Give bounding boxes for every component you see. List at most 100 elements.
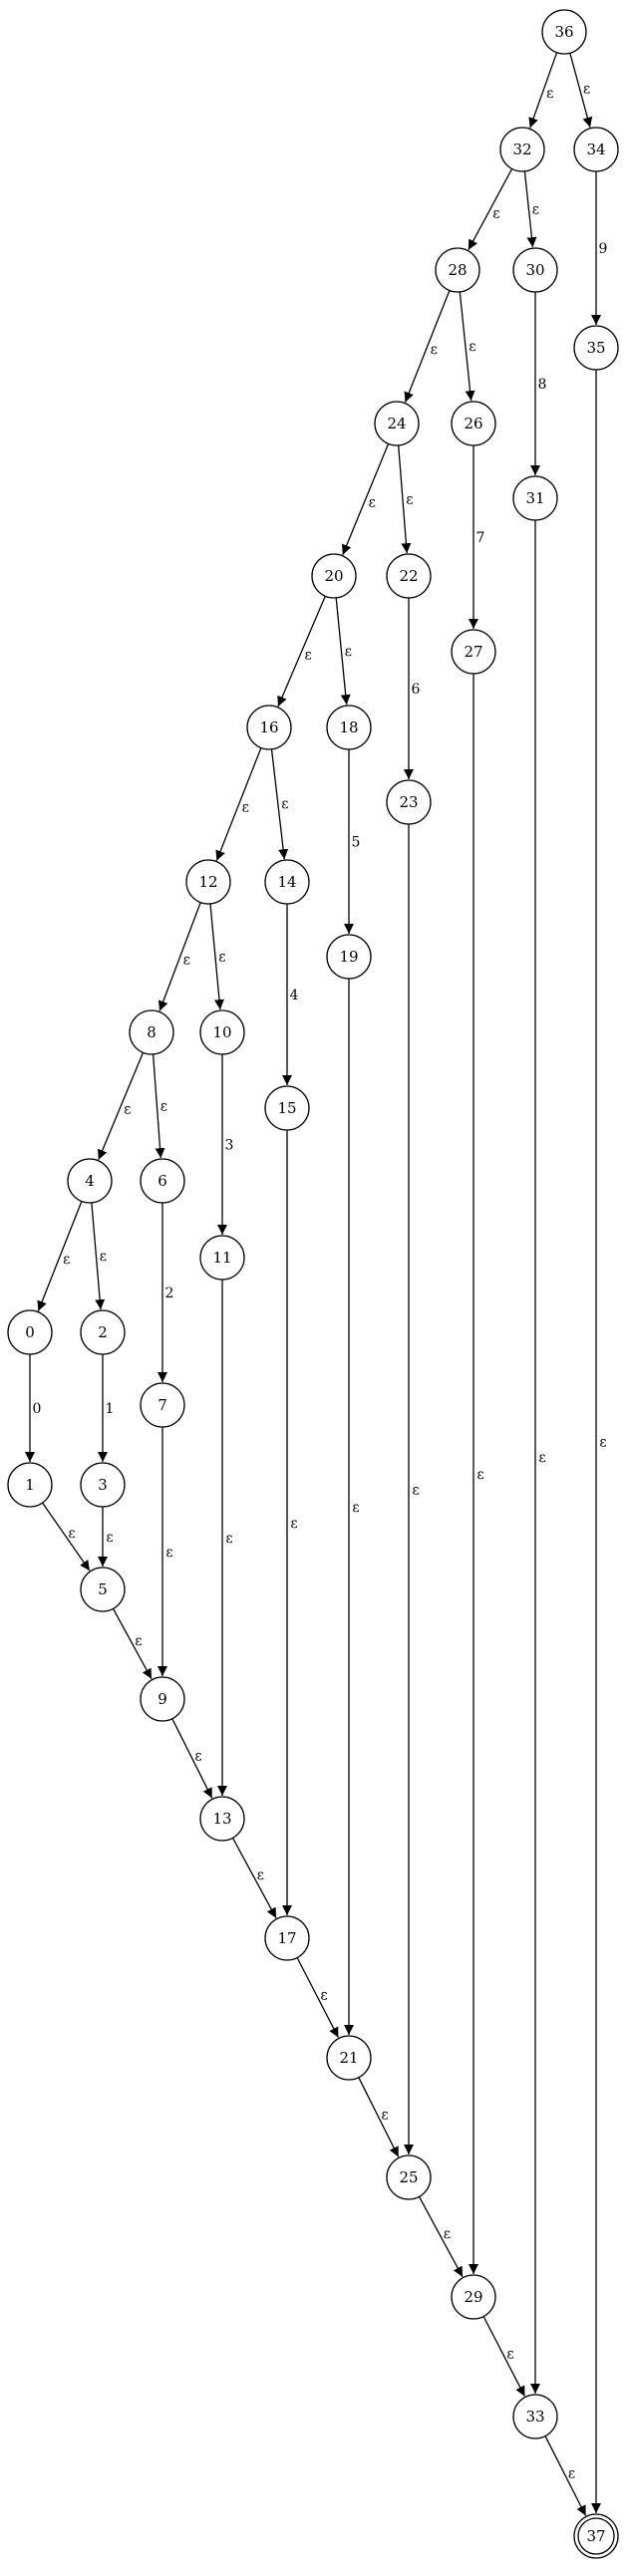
state-30: 30 [512,247,558,293]
edge-label: ε [345,644,352,660]
edge-24-to-20: ε [341,443,390,555]
state-26: 26 [451,401,496,446]
edge-line [523,170,537,248]
edge-12-to-8: ε [157,902,201,1011]
edge-label: ε [599,1435,606,1451]
edge-line [341,443,390,555]
state-33: 33 [512,2394,558,2439]
edge-line [544,2435,587,2516]
state-circle [264,1085,310,1131]
edge-8-to-4: ε [98,1052,145,1161]
state-circle [80,1309,126,1355]
state-20: 20 [311,553,357,599]
state-circle [326,705,372,750]
state-15: 15 [264,1085,310,1131]
state-1: 1 [7,1462,53,1508]
state-label: 0 [25,1323,35,1341]
state-circle [326,2035,372,2081]
edge-label: ε [431,342,438,358]
state-16: 16 [246,705,292,750]
edge-label: ε [492,205,499,221]
edge-label: 6 [412,682,421,698]
state-circle [374,401,420,446]
edge-label: ε [100,1249,107,1265]
state-3: 3 [80,1462,126,1508]
state-circle [499,127,545,172]
edge-36-to-32: ε [528,52,558,129]
edge-4-to-2: ε [91,1202,107,1310]
state-label: 8 [147,1023,157,1041]
state-circle [140,1382,185,1428]
state-circle [512,247,558,293]
accepting-inner-circle [577,2517,615,2555]
state-label: 28 [448,261,467,279]
edge-label: ε [165,1545,172,1561]
state-label: 31 [525,489,544,507]
state-circle [129,1009,174,1055]
state-6: 6 [140,1158,185,1204]
state-circle [451,401,496,446]
state-17: 17 [264,1915,310,1961]
state-circle [67,1158,113,1204]
edge-29-to-33: ε [482,2316,525,2397]
edge-line [569,53,593,128]
edge-26-to-27: 7 [469,445,484,629]
edge-label: ε [538,1450,545,1466]
state-12: 12 [185,859,231,905]
edge-4-to-0: ε [37,1201,83,1311]
state-label: 35 [586,339,605,357]
edge-label: ε [106,1530,113,1546]
state-label: 6 [157,1172,167,1190]
state-label: 19 [339,948,358,966]
edge-label: ε [242,800,249,816]
state-label: 12 [198,873,217,891]
state-11: 11 [199,1235,245,1281]
state-circle [573,2513,619,2559]
state-22: 22 [386,553,432,599]
state-label: 10 [212,1023,231,1041]
edge-24-to-22: ε [398,444,414,554]
state-label: 32 [512,141,531,158]
edge-label: ε [183,953,190,969]
state-circle [326,934,372,980]
state-label: 24 [387,415,406,432]
edge-label: ε [412,1483,419,1499]
state-0: 0 [7,1309,53,1355]
edge-line [404,290,451,403]
edge-label: ε [218,949,225,965]
edge-label: ε [194,1748,201,1764]
state-label: 21 [339,2049,358,2067]
edge-line [296,1957,339,2038]
state-9: 9 [140,1676,185,1722]
edge-34-to-35: 9 [591,171,607,325]
edge-label: 4 [290,988,299,1003]
edge-line [528,52,558,129]
edge-label: ε [281,796,288,812]
state-circle [386,2154,432,2200]
state-circle [140,1676,185,1722]
state-label: 20 [324,567,343,585]
edge-label: ε [583,82,590,98]
state-circle [80,1567,126,1612]
edge-label: ε [352,1500,359,1516]
edge-line [37,1201,83,1311]
state-24: 24 [374,401,420,446]
state-circle [451,2274,496,2320]
state-label: 7 [157,1396,167,1414]
state-label: 26 [464,415,482,432]
edge-line [157,902,201,1011]
state-label: 4 [85,1172,95,1190]
edge-2-to-3: 1 [98,1354,114,1462]
edge-line [459,291,475,402]
edge-label: ε [63,1252,70,1268]
edge-13-to-17: ε [231,1837,277,1919]
edge-line [98,1052,145,1161]
state-label: 15 [277,1099,296,1117]
state-label: 9 [157,1690,167,1708]
edge-line [335,597,351,706]
edge-line [152,1053,165,1159]
edge-11-to-13: ε [217,1280,233,1796]
edge-3-to-5: ε [98,1507,114,1567]
state-32: 32 [499,127,545,172]
